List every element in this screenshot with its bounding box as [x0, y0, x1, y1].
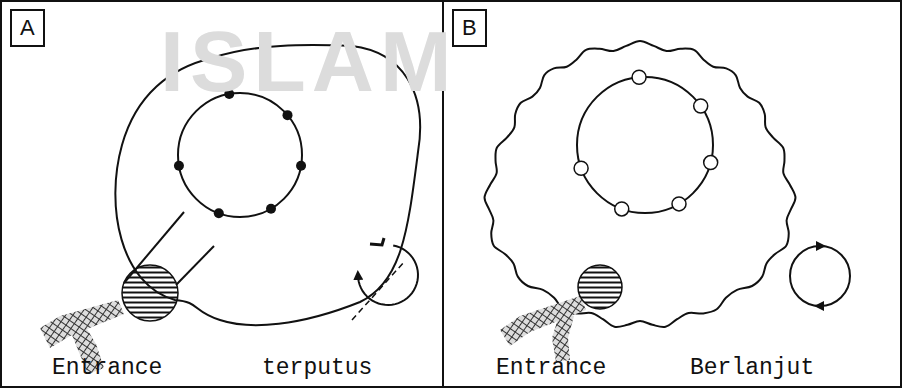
watermark: ISLAM — [160, 18, 458, 104]
entrance-label: Entrance — [52, 357, 162, 380]
loop-circle — [790, 246, 850, 306]
loop-stub — [370, 238, 384, 245]
continuous-loop-icon — [790, 241, 850, 311]
loop-arrowhead — [816, 241, 826, 251]
node-ring — [574, 161, 588, 175]
entrance-plaza — [122, 265, 178, 321]
entrance-label: Entrance — [496, 357, 606, 380]
node-ring — [615, 202, 629, 216]
node-ring — [672, 197, 686, 211]
node-dot — [174, 161, 184, 171]
path-line — [176, 246, 214, 285]
loop-arrowhead — [814, 301, 824, 311]
cut-line — [352, 262, 404, 320]
site-outline — [485, 41, 796, 327]
panel-letter: B — [462, 17, 477, 39]
node-ring — [694, 99, 708, 113]
access-road — [552, 312, 574, 362]
loop-state-label: terputus — [262, 357, 372, 380]
node-dot — [214, 208, 224, 218]
broken-loop-icon — [352, 238, 418, 320]
path-line — [124, 212, 184, 283]
entrance-plaza — [578, 265, 622, 309]
node-ring — [632, 70, 646, 84]
access-road — [500, 296, 586, 346]
panel-letter: A — [20, 17, 35, 39]
node-ring — [704, 156, 718, 170]
inner-ring — [577, 77, 713, 213]
node-dot — [282, 110, 292, 120]
node-dot — [296, 161, 306, 171]
loop-state-label: Berlanjut — [690, 357, 814, 380]
node-dot — [266, 204, 276, 214]
inner-ring — [178, 93, 302, 217]
panel-letter-box: A — [10, 9, 45, 47]
panel-b-art — [485, 41, 850, 362]
loop-arc — [358, 245, 418, 305]
